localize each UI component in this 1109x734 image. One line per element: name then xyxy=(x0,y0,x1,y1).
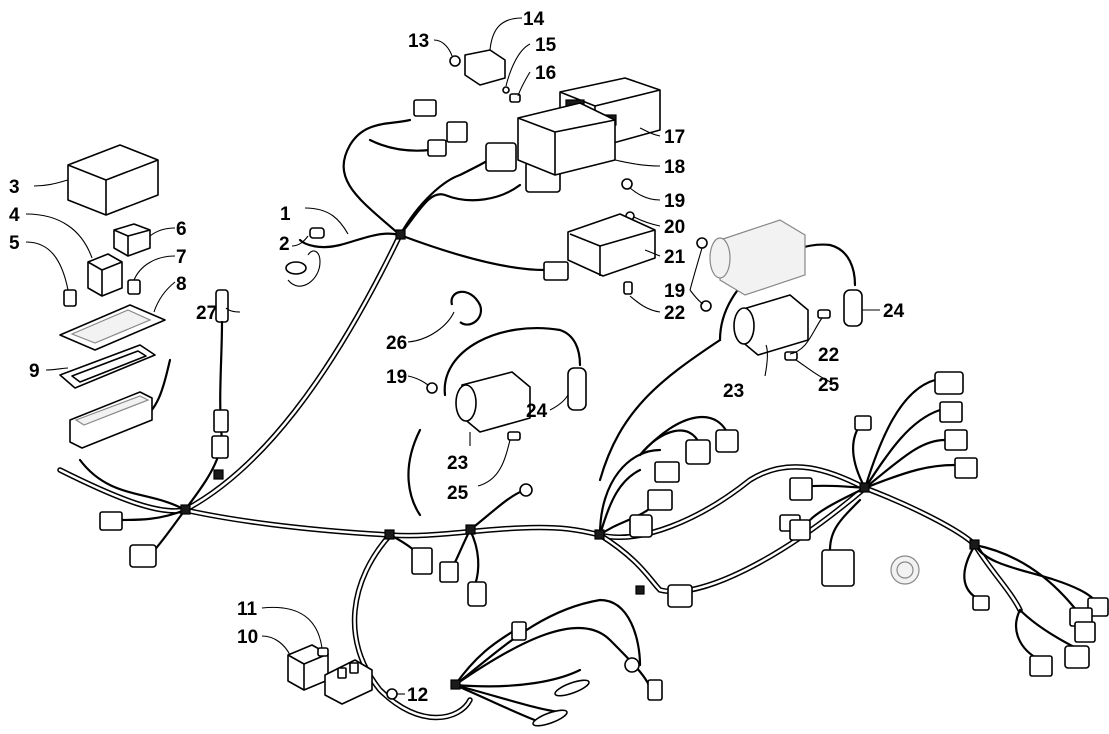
ignition-coil-left xyxy=(455,371,531,433)
retaining-ring xyxy=(450,290,483,326)
oxygen-sensor xyxy=(211,289,229,459)
callout-5: 5 xyxy=(9,233,20,254)
spark-plug-cap-right xyxy=(843,289,863,327)
callout-16: 16 xyxy=(535,63,556,84)
nut-19 xyxy=(621,178,633,190)
circuit-board xyxy=(59,304,166,351)
nut-12 xyxy=(386,688,398,700)
ignition-coil-right xyxy=(733,294,809,356)
callout-12: 12 xyxy=(407,685,428,706)
relay-4 xyxy=(87,253,123,297)
callout-7: 7 xyxy=(176,247,187,268)
callout-26: 26 xyxy=(386,333,407,354)
callout-19-a: 19 xyxy=(664,191,685,212)
callout-21: 21 xyxy=(664,247,686,268)
washer-15 xyxy=(502,86,510,94)
screw-16 xyxy=(509,93,521,103)
callout-20: 20 xyxy=(664,217,685,238)
grommet xyxy=(285,227,325,287)
callout-18: 18 xyxy=(664,157,685,178)
callout-9: 9 xyxy=(29,361,40,382)
screw-22 xyxy=(623,281,633,295)
callout-3: 3 xyxy=(9,177,20,198)
callout-14: 14 xyxy=(523,9,545,30)
screw-25 xyxy=(784,351,798,361)
bracket-14 xyxy=(464,49,506,86)
fuse-5 xyxy=(63,289,77,307)
relay-6 xyxy=(113,223,151,257)
fuse-7 xyxy=(127,279,141,295)
callout-25-a: 25 xyxy=(818,375,840,396)
fuse-box-base xyxy=(69,391,153,449)
callout-2: 2 xyxy=(279,234,290,255)
nut-13 xyxy=(449,55,461,67)
callout-22-b: 22 xyxy=(818,345,839,366)
fuse-box-gasket xyxy=(59,344,156,389)
screw-25b xyxy=(507,431,521,441)
screw-22b xyxy=(817,309,831,319)
callout-10: 10 xyxy=(237,627,258,648)
callout-13: 13 xyxy=(408,31,429,52)
nut-19c xyxy=(700,300,712,312)
callout-23-b: 23 xyxy=(447,453,468,474)
callout-27: 27 xyxy=(196,303,217,324)
harness-connectors xyxy=(99,99,1109,727)
callout-15: 15 xyxy=(535,35,557,56)
ecu-cover xyxy=(517,102,616,176)
screw-11 xyxy=(317,647,329,657)
nut-19b xyxy=(696,237,708,249)
callout-23-a: 23 xyxy=(723,381,744,402)
voltage-regulator xyxy=(567,213,656,277)
nut-19d xyxy=(426,382,438,394)
callout-22-a: 22 xyxy=(664,303,685,324)
callout-17: 17 xyxy=(664,127,685,148)
spark-plug-cap-left xyxy=(567,367,587,411)
callout-25-b: 25 xyxy=(447,483,469,504)
callout-1: 1 xyxy=(280,204,291,225)
switch-block xyxy=(324,659,373,705)
callout-labels: 1 2 3 4 5 6 7 8 9 10 11 12 13 14 15 16 1… xyxy=(9,9,905,706)
callout-6: 6 xyxy=(176,219,187,240)
starter-solenoid xyxy=(709,219,806,296)
leader-lines xyxy=(25,17,880,695)
callout-24-a: 24 xyxy=(883,301,905,322)
callout-11: 11 xyxy=(237,599,258,620)
callout-19-b: 19 xyxy=(664,281,685,302)
callout-4: 4 xyxy=(9,205,20,226)
fuse-box-cover xyxy=(67,144,159,216)
callout-8: 8 xyxy=(176,274,187,295)
callout-19-c: 19 xyxy=(386,367,407,388)
callout-24-b: 24 xyxy=(526,401,548,422)
